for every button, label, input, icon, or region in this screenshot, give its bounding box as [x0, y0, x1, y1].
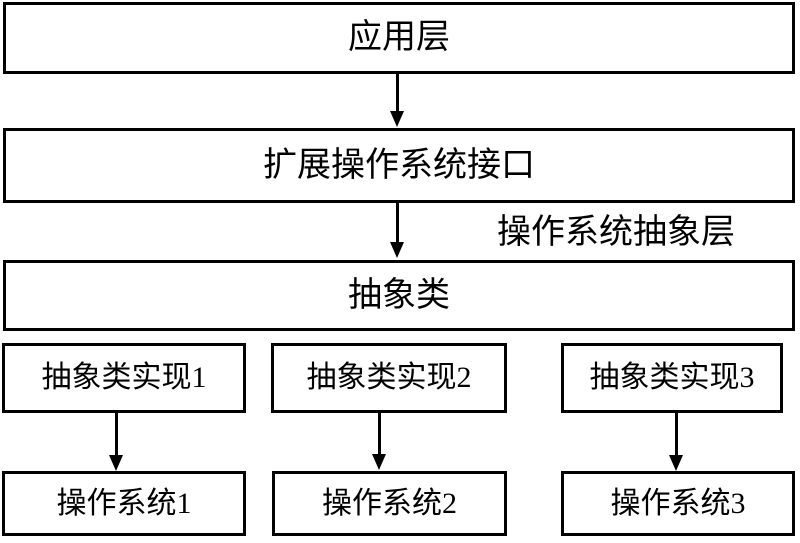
box-abstract-class: 抽象类 [3, 260, 795, 331]
box-abstract-impl-3: 抽象类实现3 [561, 343, 783, 413]
os-3-label: 操作系统3 [610, 486, 746, 520]
box-abstract-impl-1: 抽象类实现1 [2, 343, 246, 413]
box-application-layer: 应用层 [3, 2, 795, 74]
arrow-down-icon [390, 242, 404, 258]
box-os-1: 操作系统1 [2, 471, 246, 536]
box-os-3: 操作系统3 [561, 471, 795, 536]
os-2-label: 操作系统2 [322, 486, 457, 520]
box-os-2: 操作系统2 [272, 471, 507, 536]
abstract-impl-3-label: 抽象类实现3 [589, 361, 755, 394]
arrow-app-to-interface-line [396, 74, 399, 112]
arrow-interface-to-abstract-line [396, 203, 399, 243]
extended-os-interface-label: 扩展操作系统接口 [263, 146, 535, 184]
arrow-down-icon [109, 455, 123, 471]
arrow-down-icon [390, 111, 404, 127]
arrow-down-icon [669, 455, 683, 471]
arrow-impl3-to-os3-line [675, 413, 678, 456]
arrow-down-icon [372, 454, 386, 470]
os-abstraction-layer-annotation: 操作系统抽象层 [497, 214, 735, 251]
box-extended-os-interface: 扩展操作系统接口 [3, 128, 795, 203]
application-layer-label: 应用层 [348, 19, 450, 56]
abstract-impl-1-label: 抽象类实现1 [41, 361, 207, 394]
arrow-impl1-to-os1-line [115, 413, 118, 456]
abstract-class-label: 抽象类 [348, 276, 450, 314]
abstract-impl-2-label: 抽象类实现2 [306, 361, 472, 394]
os-1-label: 操作系统1 [56, 486, 192, 520]
box-abstract-impl-2: 抽象类实现2 [271, 343, 507, 413]
arrow-impl2-to-os2-line [378, 413, 381, 455]
